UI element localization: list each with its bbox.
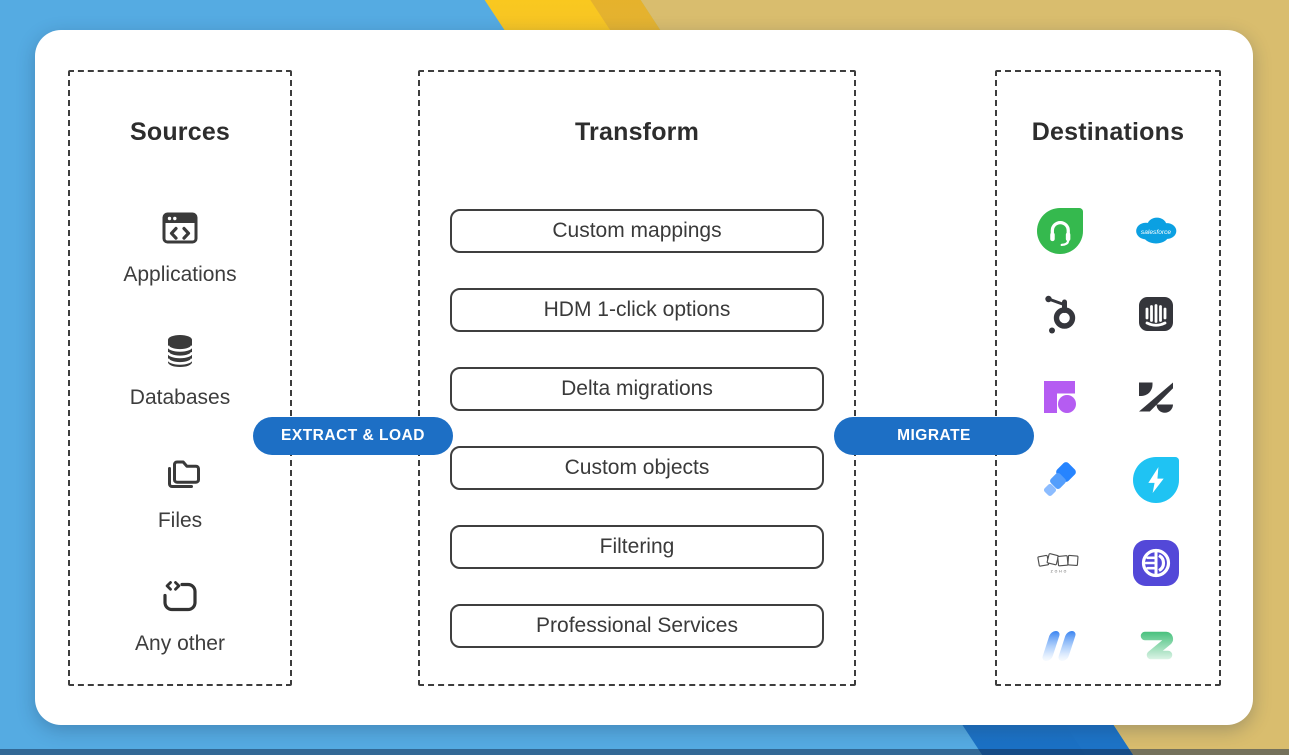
- migrate-pill[interactable]: MIGRATE: [834, 417, 1034, 455]
- transform-title: Transform: [574, 118, 700, 146]
- transform-panel: Transform Custom mappings HDM 1-click op…: [418, 70, 856, 686]
- more-apps-blue-logo: [1036, 622, 1084, 670]
- source-item-databases: Databases: [130, 328, 230, 410]
- source-item-files: Files: [157, 451, 203, 533]
- more-apps-green-logo: [1132, 622, 1180, 670]
- destinations-logo-grid: salesforce: [1012, 207, 1204, 670]
- source-label: Any other: [135, 632, 225, 655]
- freshdesk-logo: [1036, 207, 1084, 255]
- source-label: Applications: [123, 263, 237, 286]
- zoho-logo: ZOHO: [1036, 539, 1084, 587]
- sources-title: Sources: [129, 118, 231, 146]
- sources-list: Applications Databases: [70, 205, 290, 656]
- app-window-code-icon: [157, 205, 203, 256]
- freshservice-logo: [1132, 456, 1180, 504]
- jira-logo: [1036, 456, 1084, 504]
- destinations-title: Destinations: [1031, 118, 1185, 146]
- option-professional-services[interactable]: Professional Services: [450, 604, 824, 648]
- extract-and-load-pill[interactable]: EXTRACT & LOAD: [253, 417, 453, 455]
- source-item-any-other: Any other: [135, 574, 225, 656]
- hubspot-logo: [1036, 290, 1084, 338]
- database-icon: [157, 328, 203, 379]
- option-filtering[interactable]: Filtering: [450, 525, 824, 569]
- source-item-applications: Applications: [123, 205, 237, 287]
- svg-text:ZOHO: ZOHO: [1051, 569, 1069, 573]
- option-custom-objects[interactable]: Custom objects: [450, 446, 824, 490]
- option-delta-migrations[interactable]: Delta migrations: [450, 367, 824, 411]
- destinations-panel: Destinations: [995, 70, 1221, 686]
- background-bottom-shadow: [0, 749, 1289, 755]
- folders-icon: [157, 451, 203, 502]
- salesforce-logo: salesforce: [1132, 207, 1180, 255]
- edesk-logo: [1132, 539, 1180, 587]
- source-label: Databases: [129, 386, 231, 409]
- front-logo: [1036, 373, 1084, 421]
- intercom-logo: [1132, 290, 1180, 338]
- source-label: Files: [157, 509, 203, 532]
- diagram-card: Sources Applications: [35, 30, 1253, 725]
- zendesk-logo: [1132, 373, 1180, 421]
- sources-panel: Sources Applications: [68, 70, 292, 686]
- transform-options-list: Custom mappings HDM 1-click options Delt…: [420, 209, 854, 648]
- option-hdm-1-click[interactable]: HDM 1-click options: [450, 288, 824, 332]
- custom-source-icon: [157, 574, 203, 625]
- svg-text:salesforce: salesforce: [1141, 229, 1172, 236]
- option-custom-mappings[interactable]: Custom mappings: [450, 209, 824, 253]
